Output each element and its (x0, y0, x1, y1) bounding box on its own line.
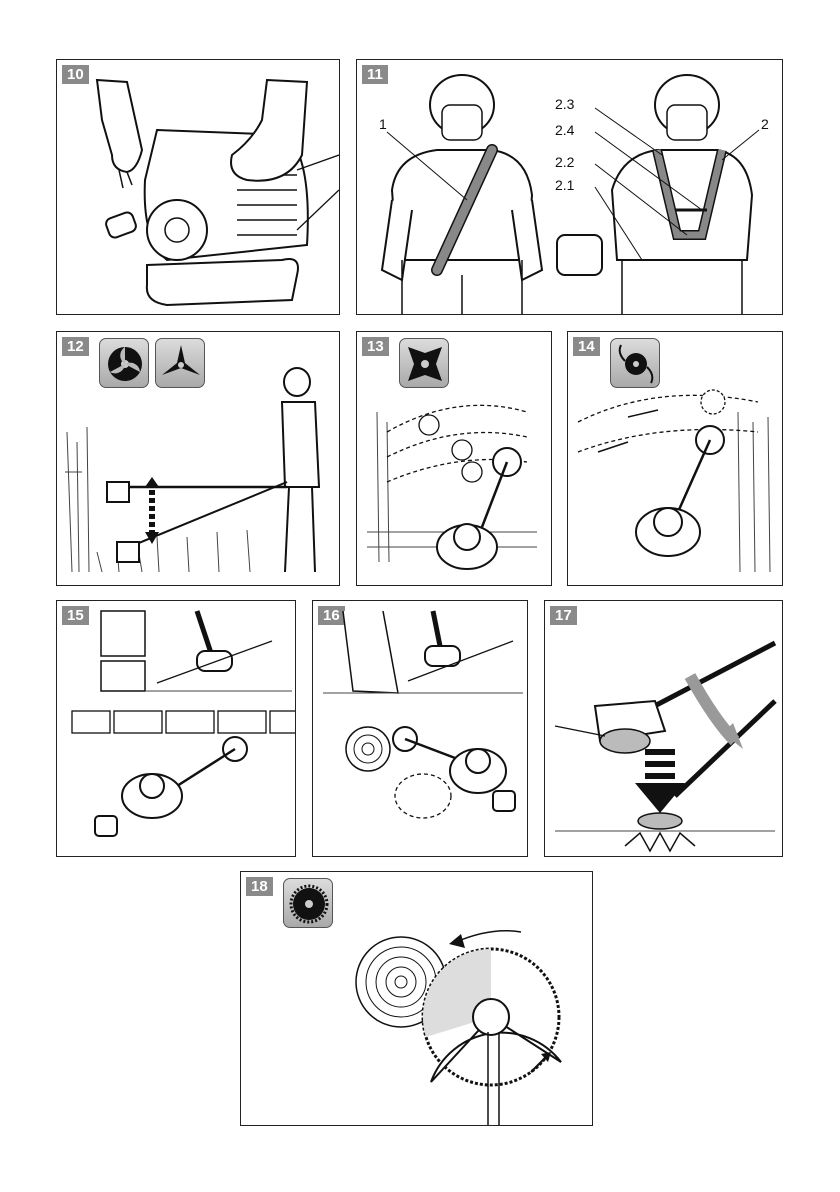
figure-10-panel: 10 (56, 59, 340, 315)
trimming-along-wall-illustration (57, 601, 296, 857)
trimming-arc-illustration (568, 332, 783, 586)
trimming-around-tree-illustration (313, 601, 528, 857)
figure-16-panel: 16 (312, 600, 528, 857)
figure-14-panel: 14 (567, 331, 783, 586)
engine-unit-illustration (57, 60, 340, 315)
cutting-arc-illustration (357, 332, 552, 586)
figure-13-panel: 13 (356, 331, 552, 586)
harness-illustration (357, 60, 783, 315)
cutting-technique-illustration (57, 332, 340, 586)
figure-15-panel: 15 (56, 600, 296, 857)
figure-18-panel: 18 (240, 871, 593, 1126)
figure-17-panel: 17 (544, 600, 783, 857)
figure-12-panel: 12 (56, 331, 340, 586)
line-feed-bump-illustration (545, 601, 783, 857)
figure-11-panel: 11 1 2.3 2.4 2 2.2 2.1 (356, 59, 783, 315)
saw-blade-cutting-illustration (241, 872, 593, 1126)
